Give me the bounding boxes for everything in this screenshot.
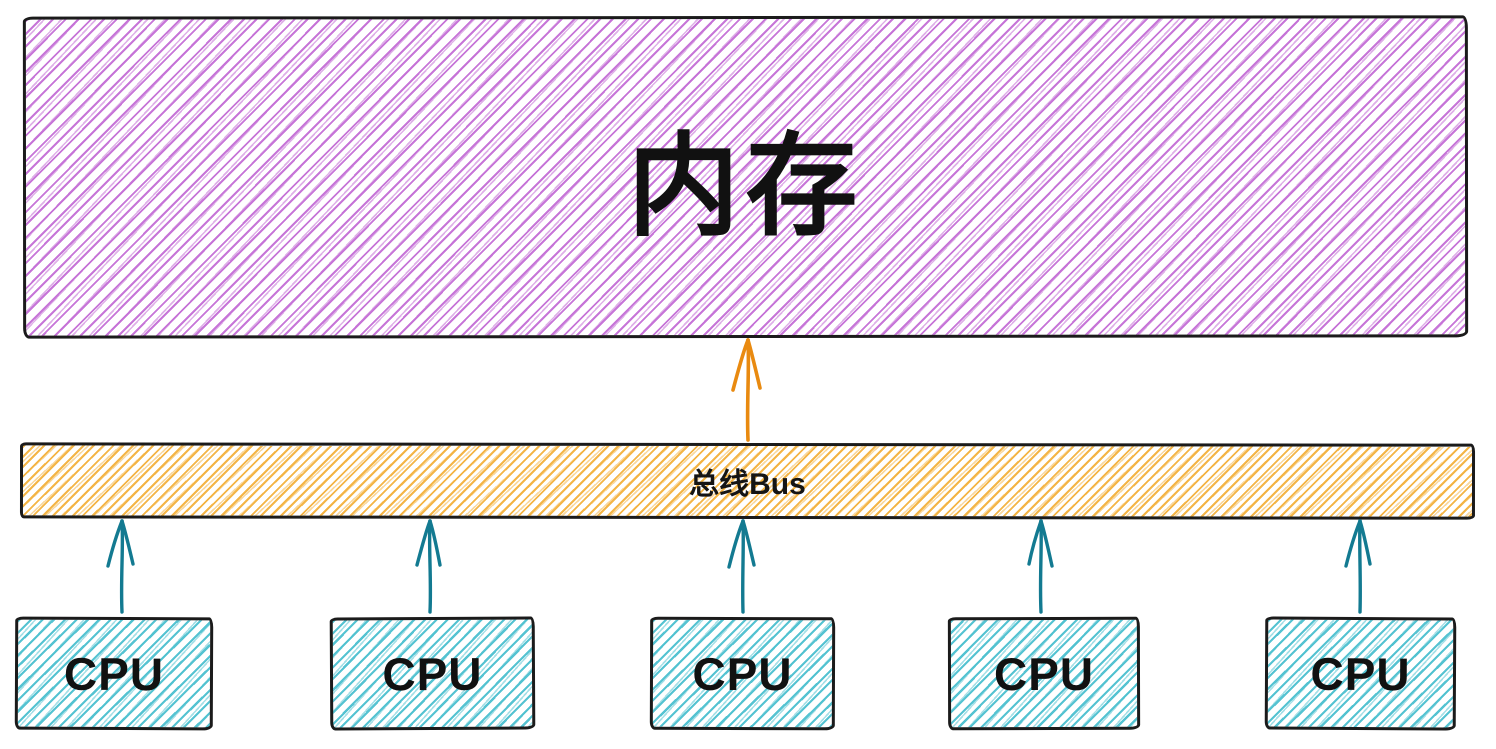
bus-to-memory-arrow-icon: [731, 338, 762, 442]
cpu-label: CPU: [1310, 647, 1411, 700]
cpu-box-2: CPU: [329, 616, 536, 731]
cpu-label: CPU: [63, 647, 165, 700]
cpu-label: CPU: [382, 647, 483, 700]
cpu-label: CPU: [692, 647, 793, 700]
bus-bar: 总线Bus: [19, 442, 1476, 520]
cpu4-to-bus-arrow-icon: [1027, 519, 1054, 614]
cpu3-to-bus-arrow-icon: [727, 519, 756, 614]
cpu-box-5: CPU: [1264, 616, 1457, 731]
cpu-box-1: CPU: [14, 616, 214, 731]
cpu-box-3: CPU: [649, 616, 836, 731]
cpu-label: CPU: [993, 647, 1095, 700]
cpu5-to-bus-arrow-icon: [1344, 519, 1372, 614]
cpu1-to-bus-arrow-icon: [106, 519, 135, 614]
memory-box: 内存: [22, 15, 1469, 339]
memory-label: 内存: [627, 123, 864, 250]
cpu2-to-bus-arrow-icon: [415, 519, 442, 614]
cpu-box-4: CPU: [947, 616, 1141, 731]
bus-label: 总线Bus: [689, 467, 806, 502]
